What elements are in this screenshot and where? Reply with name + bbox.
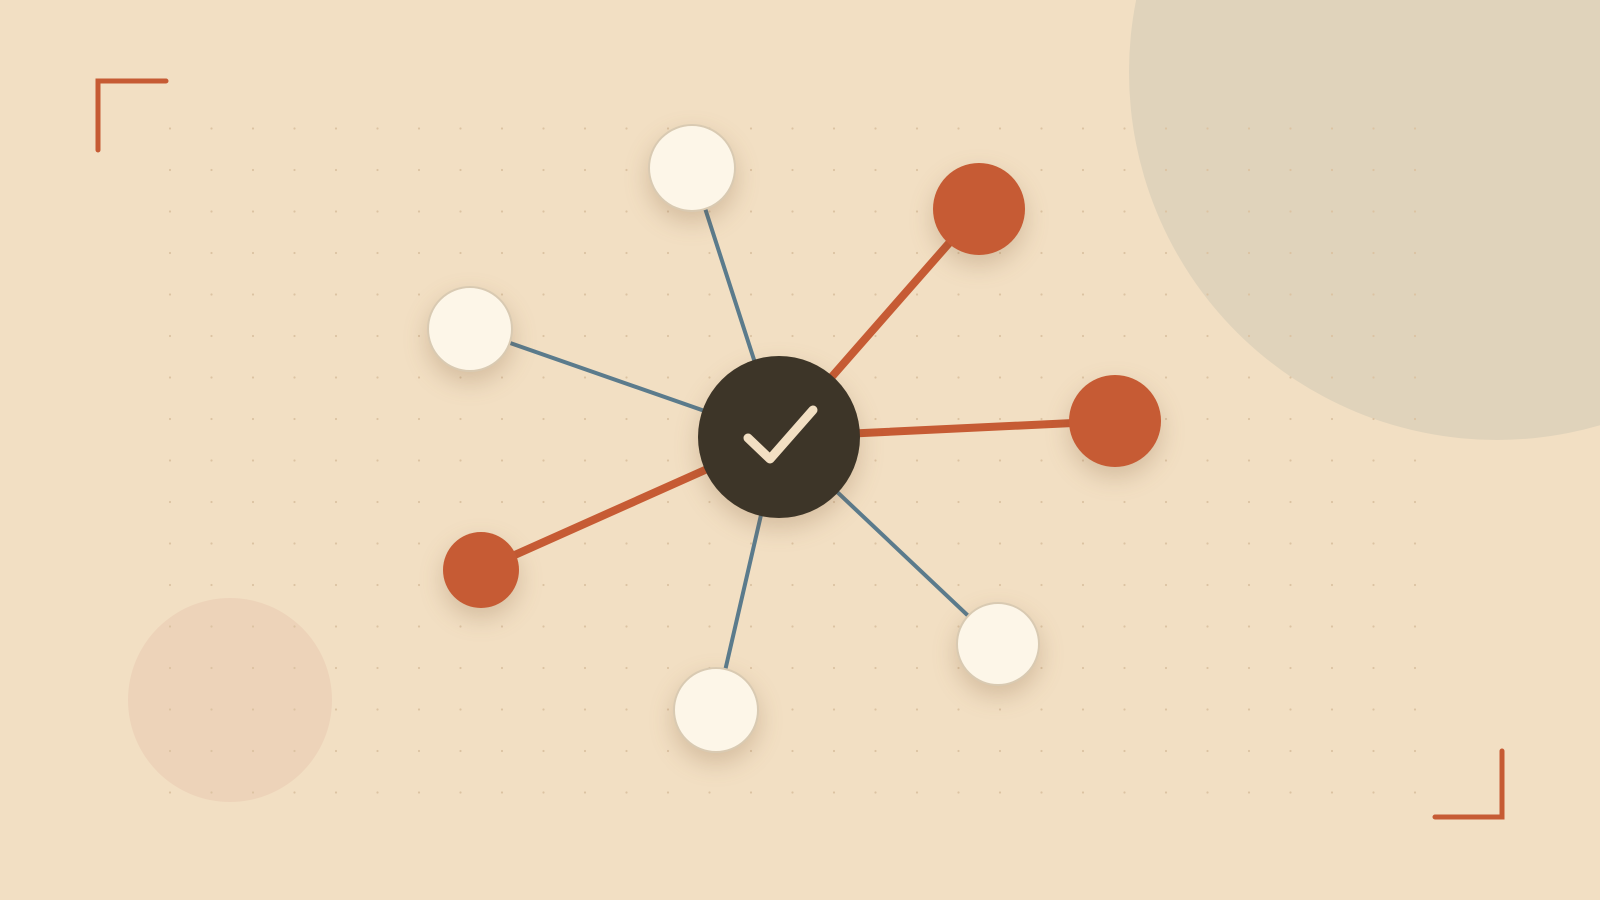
node-bottom [673, 667, 759, 753]
node-top [648, 124, 736, 212]
checkmark-icon [743, 405, 818, 464]
node-lower-left [443, 532, 519, 608]
hub-circle [698, 356, 860, 518]
node-left [427, 286, 513, 372]
node-upper-right [933, 163, 1025, 255]
corner-bracket-top-left [95, 78, 169, 153]
network-nodes [427, 124, 1161, 753]
hub-node [698, 356, 860, 518]
node-right [1069, 375, 1161, 467]
corner-bracket-bottom-right [1432, 748, 1505, 820]
node-lower-right [956, 602, 1040, 686]
